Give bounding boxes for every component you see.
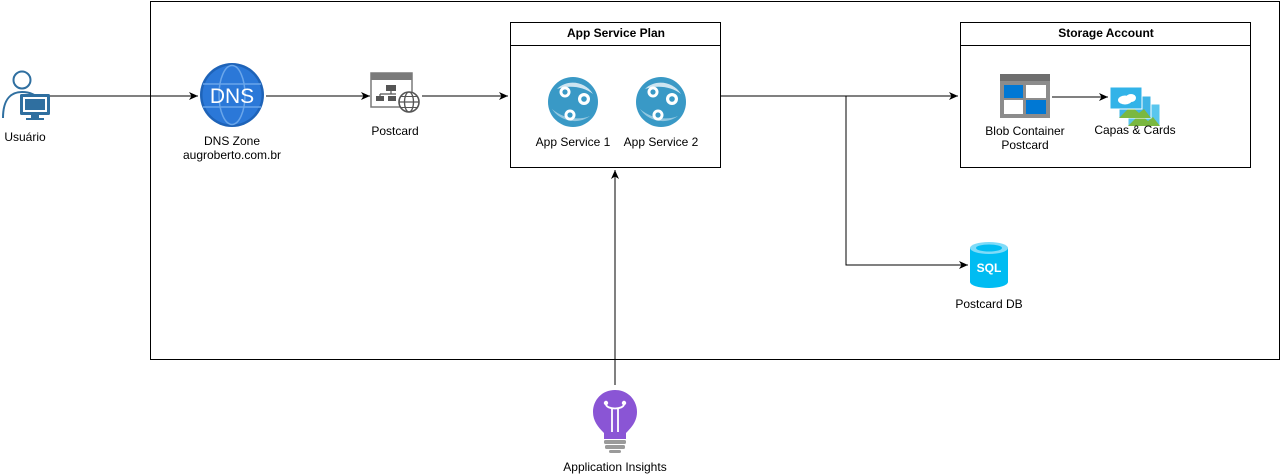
website-icon bbox=[370, 72, 420, 113]
app-service-2-label: App Service 2 bbox=[623, 135, 699, 149]
images-icon bbox=[1109, 86, 1161, 127]
application-insights-icon bbox=[593, 390, 637, 453]
capas-label: Capas & Cards bbox=[1094, 123, 1176, 137]
insights-label: Application Insights bbox=[563, 460, 667, 474]
blob-label-line2: Postcard bbox=[1001, 138, 1049, 152]
app-service-plan-box bbox=[510, 22, 721, 168]
dns-icon-text: DNS bbox=[210, 85, 254, 108]
edge-appplan-sql bbox=[845, 96, 968, 269]
dns-zone-icon: DNS bbox=[200, 63, 264, 127]
app-service-plan-title: App Service Plan bbox=[566, 26, 666, 40]
app-service-1-icon bbox=[548, 77, 598, 127]
dns-label-line1: DNS Zone bbox=[203, 134, 261, 148]
app-service-1-label: App Service 1 bbox=[535, 135, 611, 149]
app-service-2-icon bbox=[636, 77, 686, 127]
dns-label-line2: augroberto.com.br bbox=[182, 148, 282, 162]
sql-icon-text: SQL bbox=[977, 261, 1002, 275]
storage-account-title: Storage Account bbox=[1058, 26, 1154, 40]
postcard-label: Postcard bbox=[371, 124, 419, 138]
blob-label-line1: Blob Container bbox=[985, 124, 1065, 138]
user-computer-icon bbox=[2, 70, 50, 120]
connectors bbox=[50, 92, 1108, 385]
outer-boundary bbox=[150, 1, 1280, 360]
sql-database-icon: SQL bbox=[970, 242, 1008, 288]
sql-label: Postcard DB bbox=[955, 297, 1023, 311]
blob-container-icon bbox=[1000, 74, 1050, 118]
user-label: Usuário bbox=[4, 130, 46, 144]
